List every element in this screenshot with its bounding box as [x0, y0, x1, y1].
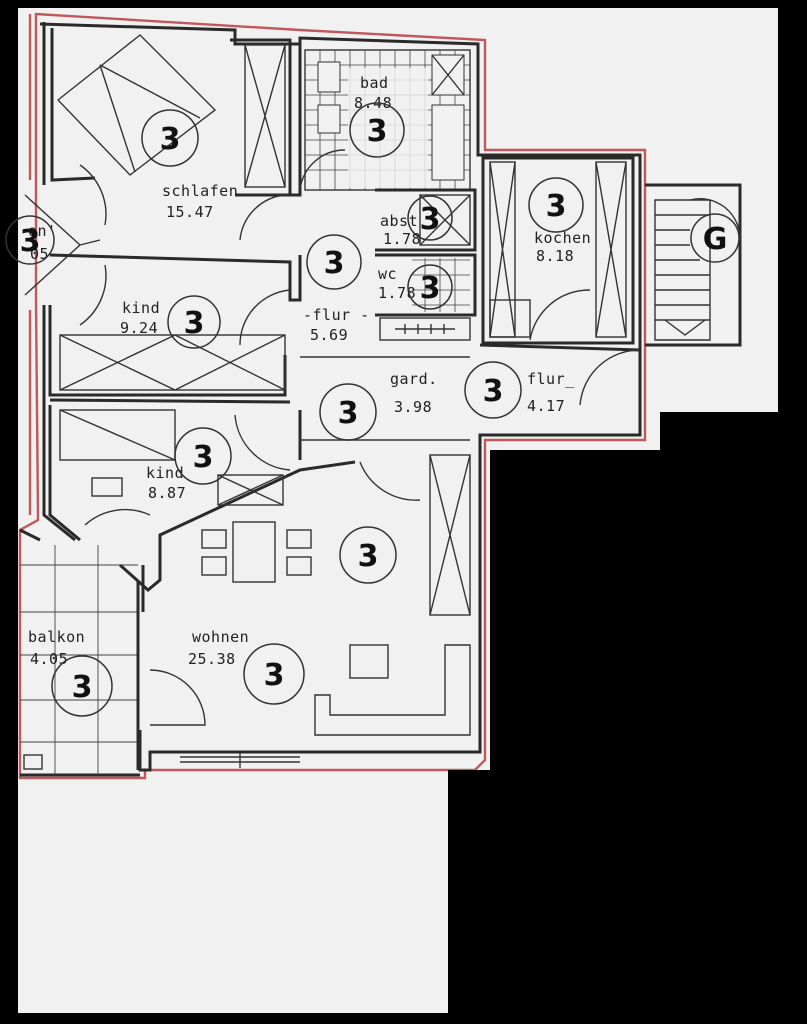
redaction-block: [448, 412, 778, 1013]
left-balcony-door: [24, 194, 101, 296]
room-area-flur-2: 4.17: [527, 397, 565, 415]
kind1-closet: [59, 334, 286, 391]
circle-marker-stair: G: [690, 213, 740, 263]
flur-cabinet: [379, 317, 471, 341]
circle-marker-balkon-left: 3: [5, 215, 55, 265]
kind2-shelf: [217, 474, 284, 506]
svg-text:G: G: [703, 222, 728, 257]
room-area-kind-2: 8.87: [148, 484, 186, 502]
coffee-table: [349, 644, 389, 679]
svg-text:3: 3: [420, 202, 441, 237]
door-garderobe: [234, 414, 291, 471]
svg-text:3: 3: [358, 539, 379, 574]
kochen-walls: [481, 156, 635, 345]
room-label-bad: bad: [360, 74, 389, 92]
circle-marker-wohnen: 3: [243, 643, 305, 705]
circle-marker-gard: 3: [319, 383, 377, 441]
circle-marker-flur-1: 3: [306, 234, 362, 290]
circle-marker-wc: 3: [407, 264, 453, 310]
room-label-wc: wc: [378, 265, 397, 283]
circle-marker-kochen: 3: [528, 177, 584, 233]
door-entry: [579, 349, 641, 406]
circle-marker-kind-1: 3: [167, 295, 221, 349]
svg-text:3: 3: [483, 374, 504, 409]
room-area-kind-1: 9.24: [120, 319, 158, 337]
room-area-wc: 1.78: [378, 284, 416, 302]
room-label-balkon: balkon: [28, 628, 85, 646]
circle-marker-kind-2: 3: [174, 427, 232, 485]
room-area-balkon: 4.05: [30, 650, 68, 668]
abst-wc-walls: [375, 188, 477, 317]
svg-text:3: 3: [184, 306, 205, 341]
room-area-gard: 3.98: [394, 398, 432, 416]
svg-text:3: 3: [193, 440, 214, 475]
room-label-schlafen: schlafen: [162, 182, 238, 200]
room-area-flur-1: 5.69: [310, 326, 348, 344]
bed: [56, 34, 217, 176]
dining-table: [201, 521, 312, 583]
room-area-abst: 1.78: [383, 230, 421, 248]
circle-marker-abst: 3: [407, 195, 453, 241]
room-label-kind-2: kind: [146, 464, 184, 482]
svg-text:3: 3: [264, 658, 285, 693]
circle-marker-balkon: 3: [51, 655, 113, 717]
room-label-flur-2: flur_: [527, 370, 575, 388]
svg-text:3: 3: [160, 122, 181, 157]
svg-text:3: 3: [546, 189, 567, 224]
wc-tiles: [412, 258, 470, 312]
door-wohnen: [359, 461, 421, 501]
stairs: [654, 198, 741, 341]
room-area-wohnen: 25.38: [188, 650, 236, 668]
wohnen-cabinet: [429, 454, 471, 616]
svg-text:3: 3: [367, 114, 388, 149]
svg-text:3: 3: [20, 224, 41, 259]
circle-marker-flur-2: 3: [464, 361, 522, 419]
kind2-walls: [48, 405, 356, 592]
kochen-counter-right: [595, 161, 627, 338]
door-balkon: [149, 669, 206, 726]
circle-marker-bad: 3: [349, 102, 405, 158]
door-bad: [299, 149, 346, 191]
room-area-kochen: 8.18: [536, 247, 574, 265]
room-label-wohnen: wohnen: [192, 628, 249, 646]
room-label-kochen: kochen: [534, 229, 591, 247]
door-kochen: [529, 289, 591, 341]
room-label-flur-1: -flur -: [303, 306, 370, 324]
outer-walls: [20, 22, 642, 777]
room-label-kind-1: kind: [122, 299, 160, 317]
kind2-desk: [59, 409, 176, 461]
abst-fixture: [419, 194, 471, 246]
balkon-walls: [19, 528, 140, 770]
stair-walls: [645, 183, 742, 347]
apartment-outline: [18, 12, 647, 780]
door-kind1: [239, 289, 291, 346]
sofa: [314, 644, 471, 736]
room-label-gard: gard.: [390, 370, 438, 388]
svg-text:3: 3: [338, 396, 359, 431]
circle-marker-wohnen-dining: 3: [339, 526, 397, 584]
room-label-abst: abst: [380, 212, 418, 230]
svg-text:3: 3: [324, 246, 345, 281]
flur-walls: [298, 343, 641, 460]
room-area-schlafen: 15.47: [166, 203, 214, 221]
room-area-balkon-left: 05: [30, 245, 49, 263]
closet-schlafen: [244, 44, 286, 188]
door-schlafen: [239, 194, 286, 241]
door-kind2: [84, 508, 151, 526]
svg-text:3: 3: [72, 670, 93, 705]
circle-marker-schlafen: 3: [141, 109, 199, 167]
svg-text:3: 3: [420, 271, 441, 306]
